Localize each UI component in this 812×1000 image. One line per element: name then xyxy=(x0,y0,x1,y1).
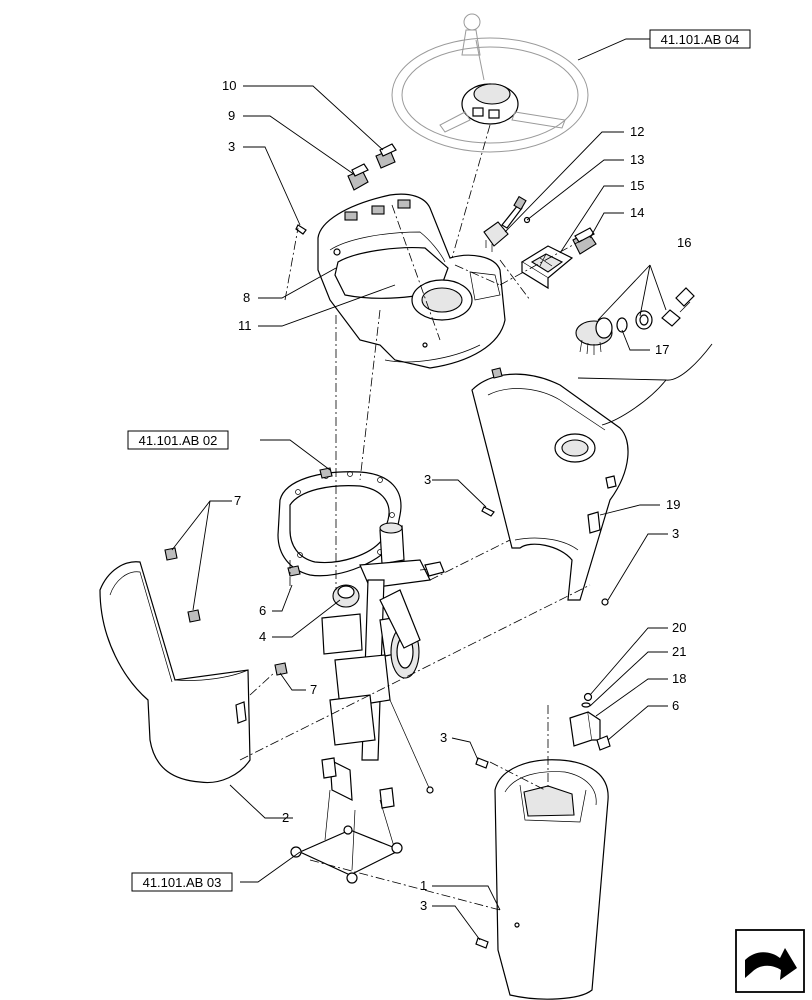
callout-3: 3 xyxy=(420,898,427,913)
reference-label: 41.101.AB 04 xyxy=(661,32,740,47)
callout-8: 8 xyxy=(243,290,250,305)
switch-14 xyxy=(572,227,597,255)
screw-lower-middle xyxy=(475,757,489,769)
leader-lines xyxy=(171,38,713,941)
bracket-18 xyxy=(569,692,611,751)
callout-4: 4 xyxy=(259,629,266,644)
callout-17: 17 xyxy=(655,342,669,357)
callout-20: 20 xyxy=(672,620,686,635)
instrument-frame xyxy=(277,467,402,577)
callout-18: 18 xyxy=(672,671,686,686)
callout-19: 19 xyxy=(666,497,680,512)
callout-3: 3 xyxy=(228,139,235,154)
lever-switch-13 xyxy=(483,195,527,252)
steering-column xyxy=(290,522,445,884)
callout-6: 6 xyxy=(259,603,266,618)
reference-label: 41.101.AB 02 xyxy=(139,433,218,448)
callout-3: 3 xyxy=(424,472,431,487)
steering-wheel xyxy=(391,13,589,153)
right-cover xyxy=(471,367,629,601)
screw-right-cover-lower xyxy=(601,598,609,606)
pedestal-cover xyxy=(494,759,609,1000)
callout-7: 7 xyxy=(234,493,241,508)
callout-11: 11 xyxy=(238,318,252,333)
reference-label: 41.101.AB 03 xyxy=(143,875,222,890)
reference-box-bottom[interactable]: 41.101.AB 03 xyxy=(131,872,233,892)
callout-labels: 10 9 3 12 13 15 14 16 8 11 17 3 19 3 7 6… xyxy=(222,78,691,913)
rocker-switch-9 xyxy=(347,163,369,191)
callout-7: 7 xyxy=(310,682,317,697)
callout-13: 13 xyxy=(630,152,644,167)
callout-16: 16 xyxy=(677,235,691,250)
callout-9: 9 xyxy=(228,108,235,123)
callout-15: 15 xyxy=(630,178,644,193)
callout-3: 3 xyxy=(672,526,679,541)
callout-1: 1 xyxy=(420,878,427,893)
rocker-switch-10 xyxy=(375,143,397,169)
callout-12: 12 xyxy=(630,124,644,139)
screw-right-cover xyxy=(481,506,495,517)
callout-2: 2 xyxy=(282,810,289,825)
next-page-arrow-icon[interactable] xyxy=(735,929,805,993)
callout-3: 3 xyxy=(440,730,447,745)
switch-module-15 xyxy=(520,245,574,290)
reference-box-top[interactable]: 41.101.AB 04 xyxy=(649,29,751,49)
dashboard-console xyxy=(317,193,506,369)
reference-box-mid[interactable]: 41.101.AB 02 xyxy=(127,430,229,450)
assembly-lines xyxy=(239,204,591,911)
callout-6: 6 xyxy=(672,698,679,713)
lower-left-cover xyxy=(99,547,288,784)
screw-bottom xyxy=(475,937,489,949)
callout-14: 14 xyxy=(630,205,644,220)
callout-10: 10 xyxy=(222,78,236,93)
callout-21: 21 xyxy=(672,644,686,659)
screw-console xyxy=(295,224,307,235)
ignition-switch xyxy=(575,287,695,355)
